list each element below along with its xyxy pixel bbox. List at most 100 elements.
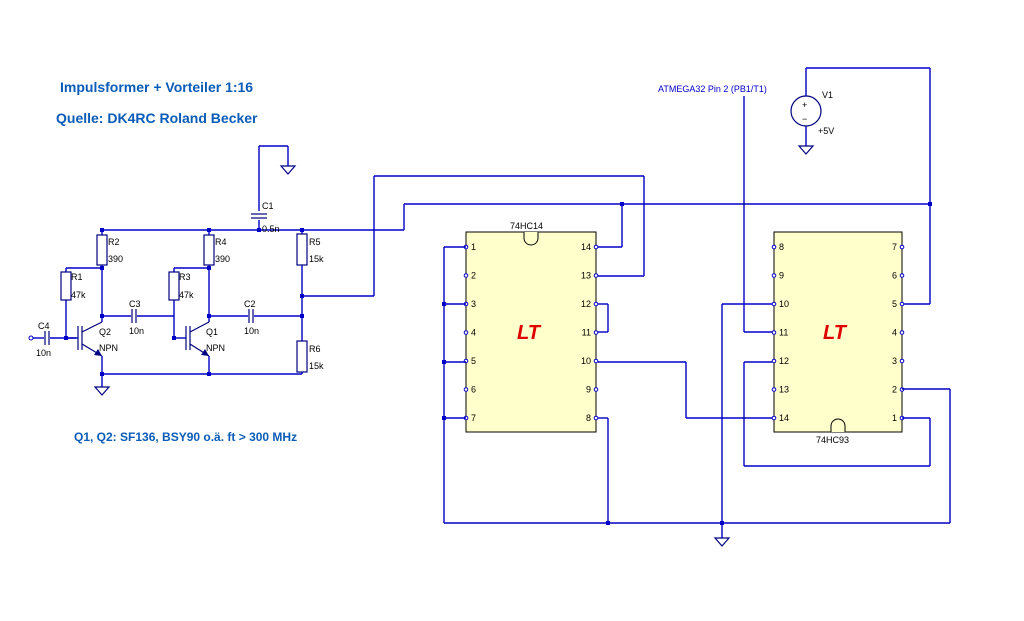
- ic-pin-number: 10: [779, 299, 789, 309]
- r4-ref: R4: [215, 237, 227, 247]
- ic-pin[interactable]: [771, 330, 777, 335]
- ic-pin-number: 3: [892, 356, 897, 366]
- r1-value: 47k: [71, 290, 86, 300]
- ic-pin[interactable]: [593, 358, 599, 364]
- ground-symbol: [93, 386, 111, 396]
- v1-minus: −: [802, 114, 807, 124]
- transistor-q1[interactable]: Q1 NPN: [185, 321, 225, 357]
- net-label-atmega: ATMEGA32 Pin 2 (PB1/T1): [658, 84, 767, 94]
- resistor-r1[interactable]: R1 47k: [60, 271, 86, 301]
- ic-pin[interactable]: [771, 301, 777, 307]
- c1-ref: C1: [262, 201, 274, 211]
- q2-type: NPN: [99, 343, 118, 353]
- ic-pin[interactable]: [593, 273, 599, 278]
- ic-pin-number: 4: [892, 328, 897, 338]
- ic-pin-number: 11: [779, 328, 788, 338]
- transistor-note: Q1, Q2: SF136, BSY90 o.ä. ft > 300 MHz: [74, 430, 297, 444]
- ic-pin-number: 9: [779, 271, 784, 281]
- ic-pin-number: 7: [471, 413, 476, 423]
- ic-pin[interactable]: [593, 415, 599, 421]
- ic-pin-number: 13: [581, 271, 591, 281]
- ic2-name: 74HC93: [816, 435, 849, 445]
- schematic-title: Impulsformer + Vorteiler 1:16: [60, 79, 253, 95]
- v1-plus: +: [802, 100, 807, 110]
- ic-pin-number: 14: [779, 413, 789, 423]
- ic-pin[interactable]: [463, 387, 469, 392]
- ic-pin-number: 10: [581, 356, 591, 366]
- q1-ref: Q1: [206, 327, 218, 337]
- r4-value: 390: [215, 254, 230, 264]
- ic-pin[interactable]: [593, 244, 599, 250]
- ic-pin-number: 7: [892, 242, 897, 252]
- ic-pin-number: 9: [586, 385, 591, 395]
- ground-symbol: [713, 537, 731, 547]
- c3-value: 10n: [129, 326, 144, 336]
- v1-ref: V1: [822, 90, 833, 100]
- capacitor-c2[interactable]: C2 10n: [244, 299, 259, 336]
- c2-ref: C2: [244, 299, 256, 309]
- r5-ref: R5: [309, 237, 321, 247]
- ic-pin[interactable]: [593, 301, 599, 307]
- c2-value: 10n: [244, 326, 259, 336]
- lt-logo: LT: [823, 322, 848, 344]
- capacitor-c1[interactable]: C1 0.5n: [251, 201, 280, 234]
- transistor-q2[interactable]: Q2 NPN: [77, 321, 118, 357]
- ic-wires: [443, 96, 951, 538]
- r5-value: 15k: [309, 254, 324, 264]
- ic-pin[interactable]: [593, 330, 599, 335]
- ic-pin-number: 14: [581, 242, 591, 252]
- ic-pin-number: 1: [892, 413, 897, 423]
- ic1-name: 74HC14: [510, 221, 543, 231]
- c4-ref: C4: [38, 321, 50, 331]
- q2-ref: Q2: [99, 327, 111, 337]
- ground-symbol: [279, 165, 297, 175]
- ic-pin[interactable]: [771, 415, 777, 421]
- capacitor-c3[interactable]: C3 10n: [129, 299, 144, 336]
- ic-pin-number: 1: [471, 242, 476, 252]
- resistor-r3[interactable]: R3 47k: [168, 271, 194, 301]
- ic-pin-number: 12: [581, 299, 591, 309]
- lt-logo: LT: [517, 322, 542, 344]
- r6-ref: R6: [309, 344, 321, 354]
- resistor-r5[interactable]: R5 15k: [296, 233, 324, 266]
- ic-pin[interactable]: [771, 387, 777, 392]
- ground-symbol: [797, 145, 815, 155]
- voltage-source-v1[interactable]: + − V1 +5V: [790, 90, 834, 136]
- v1-value: +5V: [818, 126, 834, 136]
- resistor-r6[interactable]: R6 15k: [296, 340, 324, 373]
- ic-pin-number: 4: [471, 328, 476, 338]
- ic-pin[interactable]: [899, 244, 905, 250]
- ic-pin[interactable]: [899, 273, 905, 278]
- capacitor-c4[interactable]: C4 10n: [28, 321, 51, 358]
- ic-pin[interactable]: [899, 301, 905, 307]
- ic-pin[interactable]: [463, 330, 469, 335]
- ic-pin-number: 3: [471, 299, 476, 309]
- ic-pin[interactable]: [463, 273, 469, 278]
- c1-value: 0.5n: [262, 224, 280, 234]
- ic-pin-number: 8: [779, 242, 784, 252]
- ic-pin-number: 2: [471, 271, 476, 281]
- q1-type: NPN: [206, 343, 225, 353]
- ic-pin[interactable]: [771, 244, 777, 250]
- schematic-source: Quelle: DK4RC Roland Becker: [56, 110, 258, 126]
- resistor-r4[interactable]: R4 390: [203, 234, 230, 266]
- ic-pin[interactable]: [899, 358, 905, 364]
- r3-ref: R3: [179, 272, 191, 282]
- ic-pin-number: 12: [779, 356, 789, 366]
- ic-pin-number: 5: [471, 356, 476, 366]
- ic-pin-number: 11: [582, 328, 591, 338]
- ic-pin-number: 6: [471, 385, 476, 395]
- ic-pin-number: 6: [892, 271, 897, 281]
- stage-wires: [33, 67, 931, 387]
- r2-ref: R2: [108, 237, 120, 247]
- resistor-r2[interactable]: R2 390: [96, 234, 123, 266]
- c3-ref: C3: [129, 299, 141, 309]
- ic-pin[interactable]: [593, 387, 599, 392]
- r2-value: 390: [108, 254, 123, 264]
- ic-pin[interactable]: [899, 330, 905, 335]
- ic-pin[interactable]: [771, 273, 777, 278]
- ic-pin[interactable]: [771, 358, 777, 364]
